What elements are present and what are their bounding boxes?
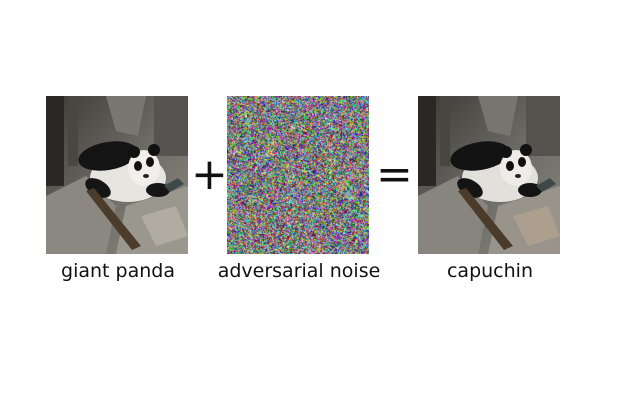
- noise-pattern: [227, 96, 369, 254]
- equals-operator: =: [376, 149, 413, 200]
- plus-operator: +: [191, 149, 228, 200]
- panda-image-perturbed: [418, 96, 560, 254]
- label-capuchin: capuchin: [446, 260, 533, 282]
- adversarial-noise-image: [227, 96, 369, 254]
- label-giant-panda: giant panda: [61, 260, 175, 282]
- panda-photo-perturbed: [418, 96, 560, 254]
- panda-image-original: [46, 96, 188, 254]
- panda-photo: [46, 96, 188, 254]
- label-adversarial-noise: adversarial noise: [217, 260, 381, 282]
